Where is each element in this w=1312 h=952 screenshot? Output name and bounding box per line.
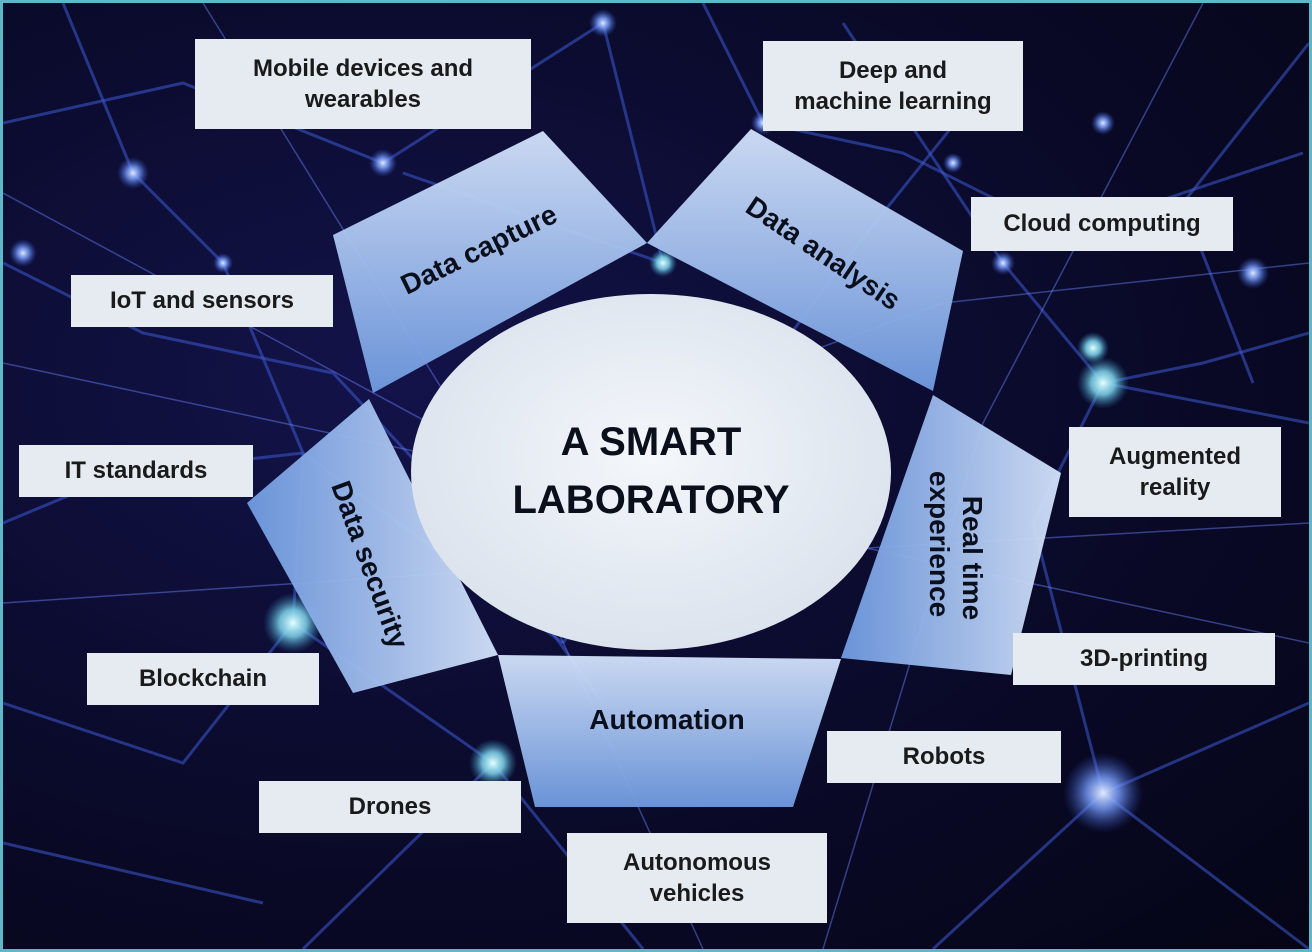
data-analysis-segment (647, 129, 963, 391)
it-standards-box: IT standards (19, 445, 253, 497)
robots-label: Robots (902, 743, 986, 771)
iot-sensors-label: IoT and sensors (109, 287, 295, 315)
autonomous-vehicles-box: Autonomous vehicles (567, 833, 827, 923)
blockchain-box: Blockchain (87, 653, 319, 705)
data-capture-segment (333, 131, 647, 393)
mobile-devices-box: Mobile devices and wearables (195, 39, 531, 129)
center-title-line2: LABORATORY (512, 478, 789, 522)
center-ellipse (411, 294, 891, 650)
deep-learning-line1: Deep and (838, 56, 947, 84)
augmented-reality-line2: reality (1139, 474, 1211, 501)
it-standards-label: IT standards (64, 457, 208, 485)
mobile-devices-line2: wearables (304, 86, 422, 113)
iot-sensors-box: IoT and sensors (71, 275, 333, 327)
augmented-reality-box: Augmented reality (1069, 427, 1281, 517)
automation-label: Automation (589, 704, 745, 735)
real-time-experience-segment (841, 395, 1061, 675)
augmented-reality-line1: Augmented (1109, 442, 1241, 470)
center-title-line1: A SMART (561, 420, 742, 464)
cloud-computing-box: Cloud computing (971, 197, 1233, 251)
real-time-label-line1: Real time (957, 496, 988, 621)
autonomous-vehicles-line1: Autonomous (623, 848, 771, 876)
3d-printing-label: 3D-printing (1080, 645, 1208, 673)
autonomous-vehicles-line2: vehicles (649, 880, 745, 907)
drones-label: Drones (348, 793, 432, 821)
data-security-segment (247, 399, 498, 693)
blockchain-label: Blockchain (138, 665, 268, 693)
real-time-label-line2: experience (924, 471, 955, 617)
cloud-computing-label: Cloud computing (1003, 210, 1201, 238)
robots-box: Robots (827, 731, 1061, 783)
mobile-devices-line1: Mobile devices and (252, 54, 474, 82)
deep-learning-box: Deep and machine learning (763, 41, 1023, 131)
automation-segment (498, 655, 841, 807)
deep-learning-line2: machine learning (794, 88, 992, 115)
pentagon-diagram: A SMART LABORATORY Data capture Data ana… (247, 129, 1061, 807)
drones-box: Drones (259, 781, 521, 833)
3d-printing-box: 3D-printing (1013, 633, 1275, 685)
